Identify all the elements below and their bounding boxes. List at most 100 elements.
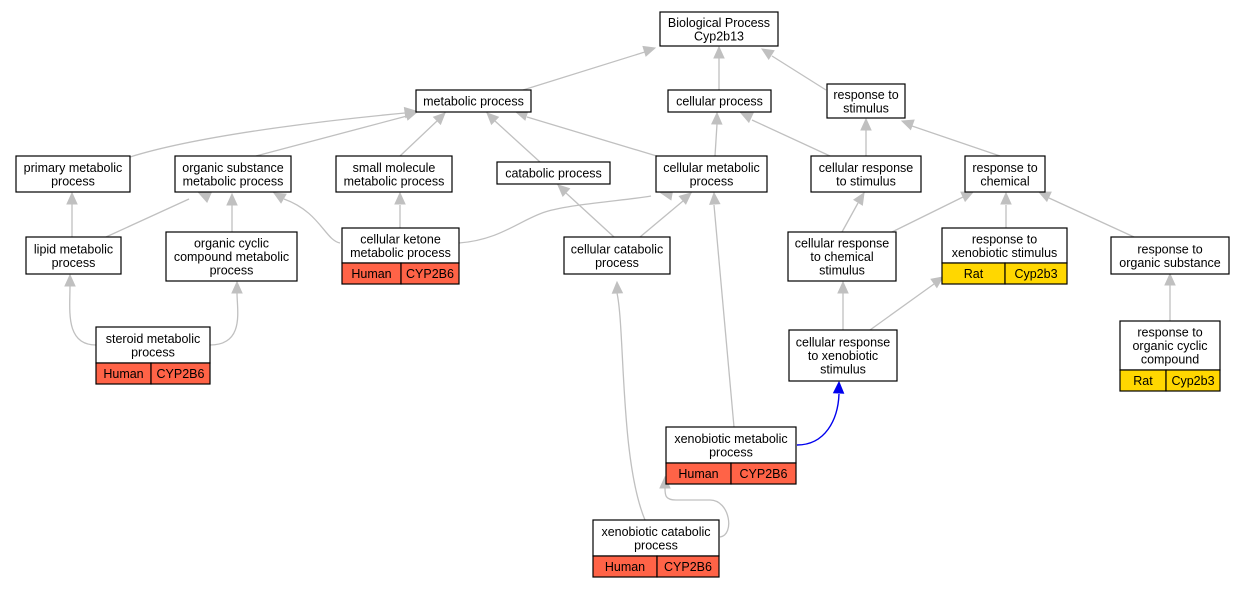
species-label: Human — [605, 560, 645, 574]
node-box — [592, 519, 720, 557]
edge-line — [713, 204, 735, 428]
arrowhead — [678, 192, 692, 205]
edge — [900, 119, 1001, 157]
node-label: xenobiotic catabolic — [601, 525, 710, 539]
node-box — [415, 89, 532, 113]
node-cellular[interactable]: cellular process — [667, 89, 772, 113]
edge — [458, 189, 674, 244]
edge-line — [771, 55, 827, 91]
edge — [486, 112, 541, 163]
gene-label: CYP2B6 — [406, 267, 454, 281]
arrowhead — [713, 45, 725, 59]
node-label: small molecule — [353, 161, 436, 175]
edge — [739, 112, 831, 157]
species-label: Human — [678, 467, 718, 481]
edge — [272, 192, 341, 244]
arrowhead — [837, 280, 849, 294]
node-label: cellular ketone — [360, 232, 441, 246]
edge — [711, 111, 723, 157]
arrowhead — [853, 191, 865, 206]
arrowhead — [226, 192, 238, 206]
node-box — [15, 155, 131, 193]
arrowhead — [404, 109, 419, 121]
arrowhead — [64, 273, 76, 287]
node-box — [1119, 320, 1221, 371]
edge-line — [105, 198, 190, 238]
edge-line — [129, 112, 406, 158]
arrowhead — [960, 191, 975, 203]
arrowhead — [197, 192, 212, 203]
node-label: to xenobiotic — [808, 349, 878, 363]
species-label: Human — [103, 367, 143, 381]
edge — [709, 191, 735, 428]
node-metabolic[interactable]: metabolic process — [415, 89, 532, 113]
edge — [557, 184, 615, 238]
node-label: catabolic process — [505, 167, 602, 181]
arrowhead — [930, 276, 944, 289]
node-box — [667, 89, 772, 113]
species-label: Human — [351, 267, 391, 281]
edge — [66, 191, 78, 237]
node-label: process — [690, 174, 734, 188]
arrowhead — [832, 380, 845, 394]
edge-line — [255, 115, 408, 157]
edge-line — [911, 125, 1001, 157]
node-label: xenobiotic metabolic — [674, 432, 787, 446]
edge-line — [841, 202, 859, 233]
edge-line — [639, 200, 684, 238]
arrowhead — [66, 191, 78, 205]
node-label: primary metabolic — [24, 161, 123, 175]
edge — [399, 112, 446, 157]
edge-line — [891, 196, 964, 233]
node-label: organic cyclic — [1132, 339, 1207, 353]
arrowhead — [760, 48, 775, 60]
edge — [713, 45, 725, 90]
edge — [209, 280, 243, 346]
gene-cell — [150, 362, 211, 385]
node-box — [810, 155, 922, 193]
arrowhead — [557, 184, 571, 197]
node-box — [95, 326, 211, 364]
node-label: compound metabolic — [174, 250, 289, 264]
node-label: cellular response — [796, 336, 891, 350]
edge-line — [565, 192, 615, 238]
node-label: stimulus — [843, 101, 889, 115]
edge — [226, 192, 238, 232]
node-label: metabolic process — [423, 95, 524, 109]
edge — [105, 192, 212, 238]
node-catabolic[interactable]: catabolic process — [496, 161, 611, 185]
node-box — [964, 155, 1046, 193]
edge-line — [616, 292, 646, 521]
node-label: lipid metabolic — [34, 242, 113, 256]
edge-line — [494, 120, 541, 163]
node-box — [659, 11, 779, 47]
node-box — [787, 231, 897, 282]
edge-line — [458, 195, 652, 244]
node-label: process — [210, 264, 254, 278]
edge-highlighted — [796, 380, 845, 446]
node-label: xenobiotic stimulus — [952, 246, 1058, 260]
node-label: stimulus — [820, 363, 866, 377]
arrowhead — [1037, 191, 1052, 203]
node-label: organic substance — [1119, 256, 1221, 270]
